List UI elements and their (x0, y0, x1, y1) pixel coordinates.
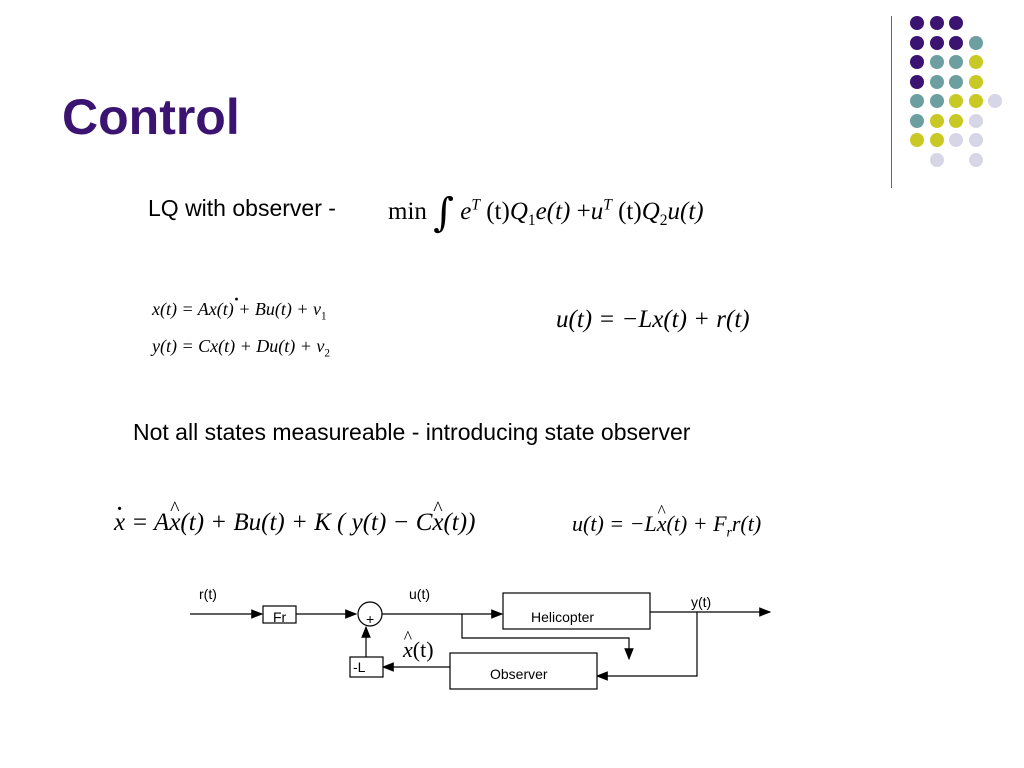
cost-t2: (t) (618, 197, 642, 225)
cost-t1: (t) (486, 197, 510, 225)
obs-eq-part2: (t) + Bu(t) + K ( y(t) − C (180, 509, 433, 536)
xhat-diagram-label: x(t) (403, 637, 434, 663)
observer-block (449, 652, 598, 690)
state-eq-2-text: y(t) = Cx(t) + Du(t) + v (152, 336, 325, 356)
cost-u2: u(t) (667, 197, 704, 225)
title-divider (891, 16, 892, 188)
cost-q2-sub: 2 (659, 211, 668, 229)
cost-u: u (590, 197, 604, 225)
observer-label: Observer (490, 666, 548, 682)
clo-part3: r(t) (731, 511, 762, 536)
obs-eq-part3: (t)) (443, 509, 476, 536)
control-law: u(t) = −Lx(t) + r(t) (556, 306, 750, 333)
state-eq-2-sub: 2 (324, 347, 330, 360)
control-law-observer: u(t) = −Lx(t) + Frr(t) (572, 511, 761, 540)
u-to-observer-arrow (461, 614, 634, 661)
sum-plus-label: + (366, 611, 374, 627)
transpose-1: T (471, 196, 480, 214)
y-label: y(t) (691, 594, 711, 610)
cost-q1: Q (509, 197, 528, 225)
clo-sub: r (726, 524, 732, 540)
xhat-4: x (403, 637, 413, 663)
clo-part2: (t) + F (666, 511, 727, 536)
state-equation-1: x(t) = Ax(t) + Bu(t) + v1 (152, 299, 327, 323)
state-eq-1-sub: 1 (321, 310, 327, 323)
xhat-1: x (169, 509, 180, 537)
clo-part1: u(t) = −L (572, 511, 657, 536)
xhat-2: x (432, 509, 443, 537)
state-equation-2: y(t) = Cx(t) + Du(t) + v2 (152, 336, 330, 360)
xhat-label-args: (t) (412, 637, 434, 662)
cost-q2: Q (641, 197, 660, 225)
cost-e: e (460, 197, 472, 225)
helicopter-block (502, 592, 651, 630)
integral-icon: ∫ (433, 190, 454, 236)
slide-title: Control (62, 89, 240, 145)
gain-label: -L (353, 659, 366, 675)
fr-label: Fr (273, 609, 287, 625)
obs-eq-part1: = A (125, 509, 170, 536)
observer-note: Not all states measureable - introducing… (133, 419, 691, 445)
transpose-2: T (603, 196, 612, 214)
u-label: u(t) (409, 586, 430, 602)
r-label: r(t) (199, 586, 217, 602)
cost-function: min ∫ eT (t)Q1e(t) +uT (t)Q2u(t) (388, 190, 704, 236)
state-eq-1-text: x(t) = Ax(t) + Bu(t) + v (152, 299, 321, 320)
helicopter-label: Helicopter (531, 609, 594, 625)
lq-label: LQ with observer - (148, 195, 336, 221)
xhat-3: x (657, 511, 667, 537)
cost-e2: e(t) (535, 197, 571, 225)
cost-q1-sub: 1 (527, 211, 536, 229)
cost-plus: + (576, 197, 591, 225)
min-operator: min (388, 197, 427, 225)
observer-equation: x = Ax(t) + Bu(t) + K ( y(t) − Cx(t)) (114, 509, 475, 537)
y-to-observer-arrow (595, 612, 698, 681)
xhat-dot: x (114, 509, 125, 537)
